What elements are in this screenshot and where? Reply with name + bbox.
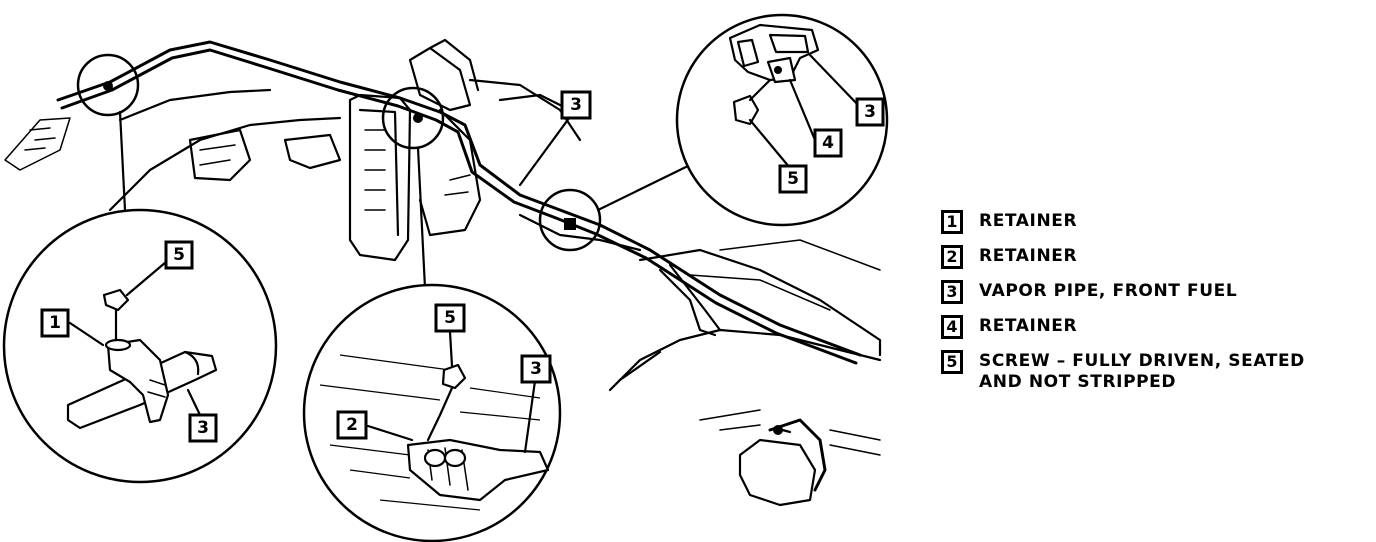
locator-circle-right [538, 163, 692, 252]
right-callout-3-label: 3 [864, 102, 876, 122]
left-callout-5-label: 5 [173, 245, 185, 265]
right-callout-4-label: 4 [822, 133, 834, 153]
legend-label: VAPOR PIPE, FRONT FUEL [979, 281, 1238, 301]
legend-item: 4 RETAINER [941, 315, 1371, 339]
legend-label: RETAINER [979, 316, 1078, 336]
detail-circle-right: 3 4 5 [675, 13, 889, 227]
locator-circle-left [76, 53, 140, 212]
center-callout-2-label: 2 [346, 415, 358, 435]
legend-item: 1 RETAINER [941, 210, 1371, 234]
center-callout-5-label: 5 [444, 308, 456, 328]
detail-circle-left: 1 5 3 [2, 208, 278, 484]
detail-circle-center: 5 2 3 [302, 283, 562, 542]
parts-legend: 1 RETAINER 2 RETAINER 3 VAPOR PIPE, FRON… [941, 210, 1371, 404]
legend-label: RETAINER [979, 211, 1078, 231]
vehicle-underbody [4, 38, 882, 507]
left-callout-1-label: 1 [49, 313, 61, 333]
legend-label: SCREW – FULLY DRIVEN, SEATED AND NOT STR… [979, 351, 1305, 392]
locator-circle-center [381, 86, 445, 290]
right-callout-5-label: 5 [787, 169, 799, 189]
legend-number: 4 [941, 315, 963, 339]
legend-item: 2 RETAINER [941, 245, 1371, 269]
left-callout-3-label: 3 [197, 418, 209, 438]
legend-number: 1 [941, 210, 963, 234]
legend-label: RETAINER [979, 246, 1078, 266]
center-callout-3-label: 3 [530, 359, 542, 379]
legend-number: 5 [941, 350, 963, 374]
main-callout-3-label: 3 [570, 95, 582, 115]
legend-item: 3 VAPOR PIPE, FRONT FUEL [941, 280, 1371, 304]
legend-number: 2 [941, 245, 963, 269]
legend-item: 5 SCREW – FULLY DRIVEN, SEATED AND NOT S… [941, 350, 1371, 393]
main-callout-3: 3 [518, 90, 592, 187]
legend-number: 3 [941, 280, 963, 304]
